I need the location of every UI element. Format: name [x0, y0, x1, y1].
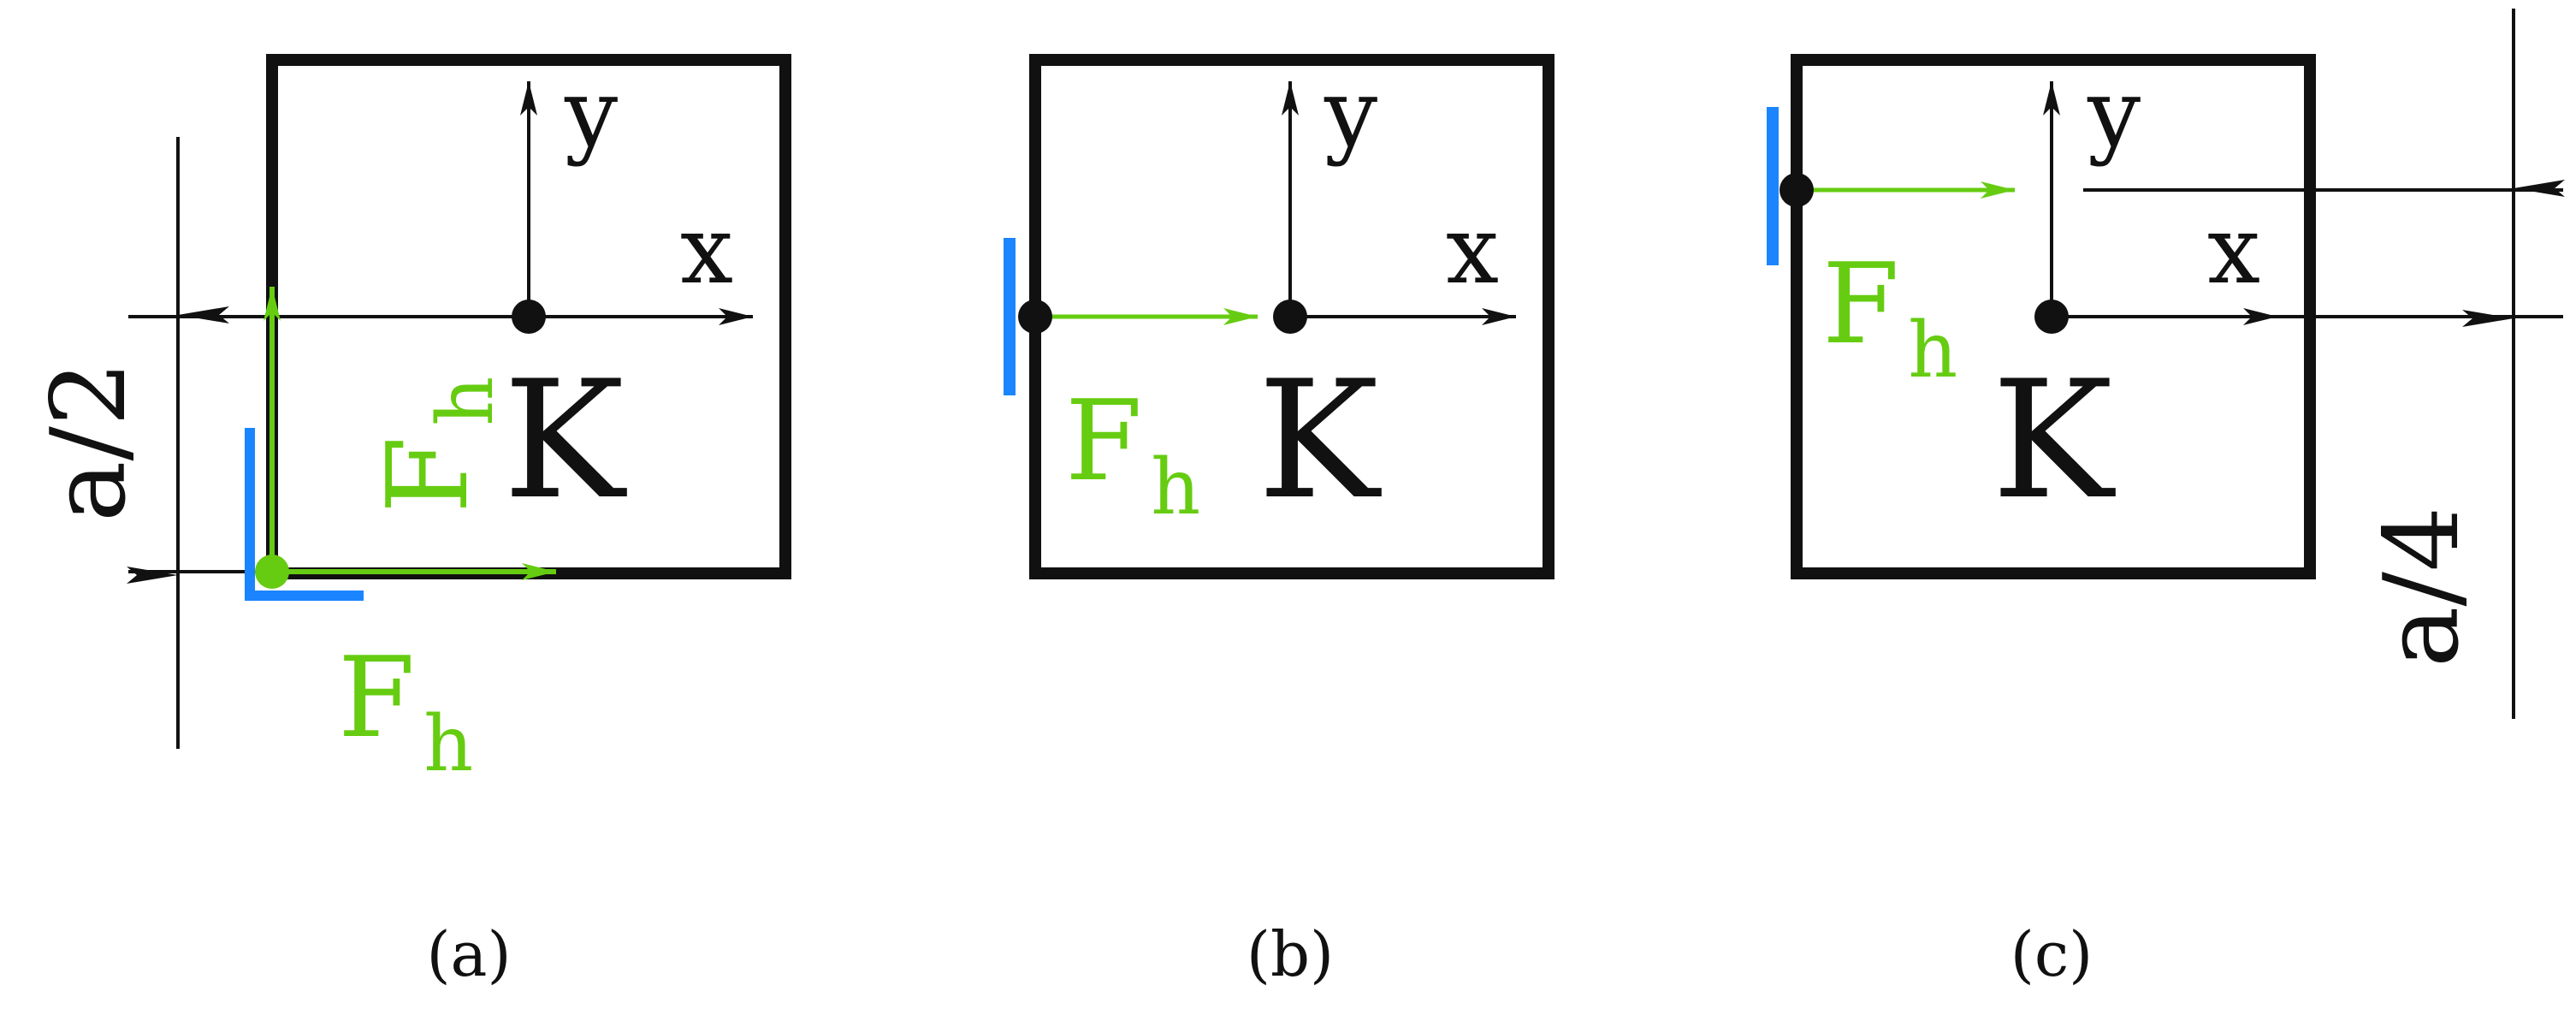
- svg-text:a/4: a/4: [2363, 507, 2482, 668]
- force-subscript: h: [423, 699, 473, 789]
- force-application-dot: [1780, 173, 1814, 207]
- panel-caption: (b): [1247, 918, 1334, 990]
- force-subscript: h: [1151, 442, 1200, 532]
- force-application-dot: [255, 555, 289, 589]
- force-symbol: F: [1065, 376, 1142, 506]
- force-symbol: F: [1822, 239, 1899, 369]
- force-subscript: h: [421, 377, 511, 426]
- axis-y-label: y: [564, 58, 618, 168]
- axis-y-label: y: [2087, 58, 2141, 168]
- axis-x-label: x: [2207, 195, 2260, 305]
- svg-text:Fh: Fh: [363, 377, 511, 513]
- dimension-label-a-quarter: a/4: [2363, 507, 2482, 668]
- support-corner-marker: [245, 428, 364, 601]
- force-symbol: F: [363, 436, 493, 513]
- point-k-label: K: [1258, 346, 1382, 535]
- point-k-label: K: [503, 346, 627, 535]
- point-k-dot: [2034, 300, 2069, 334]
- svg-text:a/2: a/2: [30, 361, 149, 522]
- point-k-dot: [512, 300, 546, 334]
- force-application-dot: [1018, 300, 1052, 334]
- axis-x-label: x: [680, 195, 733, 305]
- force-subscript: h: [1908, 306, 1957, 395]
- axis-x-label: x: [1446, 195, 1499, 305]
- panel-caption: (c): [2010, 918, 2093, 990]
- point-k-label: K: [1992, 346, 2116, 535]
- point-k-dot: [1273, 300, 1307, 334]
- axis-y-label: y: [1324, 58, 1377, 168]
- force-symbol: F: [338, 632, 415, 763]
- force-label-vertical: Fh: [363, 377, 511, 513]
- dimension-label-a-half: a/2: [30, 361, 149, 522]
- panel-caption: (a): [426, 918, 511, 990]
